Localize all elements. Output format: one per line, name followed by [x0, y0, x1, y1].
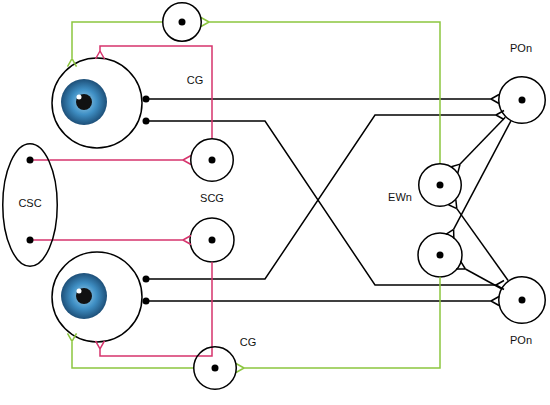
eye [52, 252, 142, 342]
nerve-connector [209, 22, 440, 163]
parasympathetic-pathway [72, 22, 440, 368]
node-label: POn [510, 335, 532, 346]
node-label: CG [240, 337, 257, 348]
nerve-connector [460, 117, 505, 164]
node-label: SCG [200, 193, 224, 204]
nucleus-circle: POn [498, 276, 546, 324]
neuron-dot [437, 252, 444, 259]
nucleus-circle: POn [498, 76, 546, 124]
node-label: CSC [18, 198, 41, 209]
spinal-cord-oval: CSC [2, 143, 58, 267]
nerve-connector [457, 209, 508, 281]
ganglion-circle [190, 218, 234, 262]
ganglion-circle: CG [193, 346, 237, 390]
eye [52, 58, 142, 148]
nucleus-circle [418, 233, 462, 277]
node-outline [418, 163, 462, 207]
node-outline [498, 276, 546, 324]
node-outline [190, 138, 234, 182]
nerve-connector [49, 159, 183, 161]
ganglion-circle: CG [162, 2, 202, 42]
optic-pathway [146, 99, 511, 301]
nucleus-circle: EWn [418, 163, 462, 207]
node-label: POn [510, 43, 532, 54]
node-label: CG [187, 75, 204, 86]
ganglion-circle: SCG [190, 138, 234, 182]
node-label: EWn [388, 192, 412, 203]
neuron-dot [143, 276, 150, 283]
node-outline [193, 346, 237, 390]
node-outline [498, 76, 546, 124]
neuron-dot [209, 237, 216, 244]
neuron-dot [143, 96, 150, 103]
node-outline [162, 2, 202, 42]
neuron-dot [143, 118, 150, 125]
neuron-dot [143, 298, 150, 305]
